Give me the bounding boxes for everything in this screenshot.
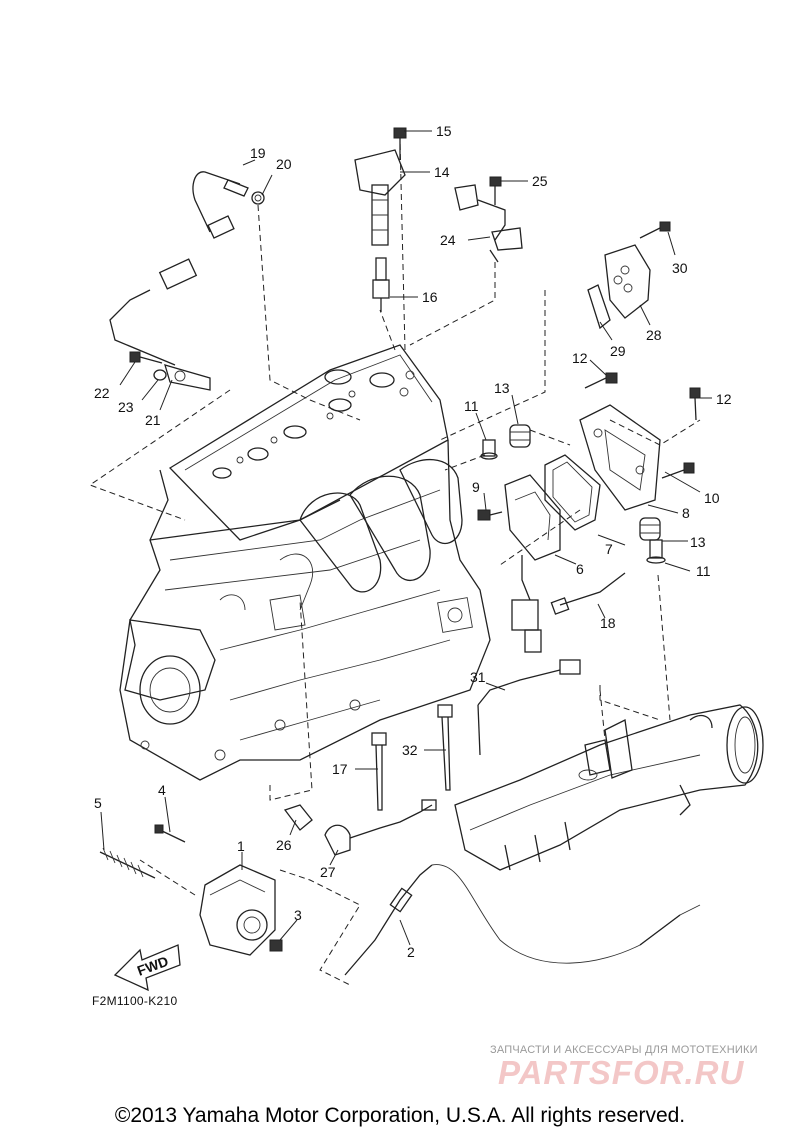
sensor-27 xyxy=(324,799,437,856)
callout-11b: 11 xyxy=(696,563,711,579)
callout-13a: 13 xyxy=(494,380,510,396)
o2-sensor-19 xyxy=(192,171,249,239)
callout-11a: 11 xyxy=(464,398,479,414)
cable-tie-17 xyxy=(371,732,387,811)
callout-25: 25 xyxy=(532,173,548,189)
watermark-tagline: ЗАПЧАСТИ И АКСЕССУАРЫ ДЛЯ МОТОТЕХНИКИ xyxy=(490,1044,758,1056)
sensor-26 xyxy=(283,804,313,831)
callout-5: 5 xyxy=(94,795,102,811)
callout-30: 30 xyxy=(672,260,688,276)
callout-32: 32 xyxy=(402,742,418,758)
callout-21: 21 xyxy=(145,412,161,428)
callout-10: 10 xyxy=(704,490,720,506)
callout-1: 1 xyxy=(237,838,245,854)
callout-20: 20 xyxy=(276,156,292,172)
callout-2: 2 xyxy=(407,944,415,960)
callout-31: 31 xyxy=(470,669,486,685)
callout-6: 6 xyxy=(576,561,584,577)
bolt-12b xyxy=(689,387,701,421)
screw-9 xyxy=(477,509,503,521)
callout-4: 4 xyxy=(158,782,166,798)
callout-9: 9 xyxy=(472,479,480,495)
grommet-13a xyxy=(509,424,531,448)
callout-15: 15 xyxy=(436,123,452,139)
sensor-31 xyxy=(477,659,581,756)
bolt-30 xyxy=(639,221,671,239)
callouts: 15 14 16 19 20 25 24 30 28 29 22 23 21 1… xyxy=(94,123,732,960)
callout-24: 24 xyxy=(440,232,456,248)
callout-14: 14 xyxy=(434,164,450,180)
callout-22: 22 xyxy=(94,385,110,401)
bolt-10 xyxy=(661,462,695,479)
bracket-8 xyxy=(579,404,661,511)
callout-7: 7 xyxy=(605,541,613,557)
spark-plug-16 xyxy=(372,257,390,312)
collar-11a xyxy=(480,439,498,460)
bolt-15 xyxy=(393,127,407,160)
grommet-13b xyxy=(639,517,661,541)
sensor-21 xyxy=(109,258,211,391)
fwd-arrow: FWD xyxy=(113,944,181,992)
callout-19: 19 xyxy=(250,145,266,161)
throttle-cable-2 xyxy=(344,864,701,976)
watermark-logo: PARTSFOR.RU xyxy=(498,1054,745,1091)
collar-11b xyxy=(646,539,666,564)
callout-29: 29 xyxy=(610,343,626,359)
bracket-28 xyxy=(604,244,651,319)
gasket-7 xyxy=(544,454,601,531)
callout-27: 27 xyxy=(320,864,336,880)
gasket-20 xyxy=(251,191,265,205)
exhaust-manifold xyxy=(454,704,764,871)
callout-17: 17 xyxy=(332,761,348,777)
leader-lines xyxy=(100,130,712,946)
cable-tie-32 xyxy=(437,704,453,791)
callout-26: 26 xyxy=(276,837,292,853)
bolt-12a xyxy=(584,372,618,389)
figure-code: F2M1100-K210 xyxy=(92,994,178,1008)
nut-3 xyxy=(269,939,283,952)
sensor-24 xyxy=(454,184,523,263)
bolt-25 xyxy=(489,176,502,205)
callout-16: 16 xyxy=(422,289,438,305)
temp-sensor-18 xyxy=(550,572,626,615)
ignition-coil-14 xyxy=(354,149,406,246)
assembly-lines xyxy=(88,139,701,986)
gasket-29 xyxy=(587,284,611,330)
washer-23 xyxy=(153,369,167,381)
throttle-body-1 xyxy=(199,864,276,956)
callout-13b: 13 xyxy=(690,534,706,550)
callout-18: 18 xyxy=(600,615,616,631)
callout-12b: 12 xyxy=(716,391,732,407)
engine-block xyxy=(119,344,491,781)
callout-3: 3 xyxy=(294,907,302,923)
spring-5 xyxy=(99,847,156,879)
copyright-notice: ©2013 Yamaha Motor Corporation, U.S.A. A… xyxy=(114,1104,686,1127)
pin-4 xyxy=(154,824,186,843)
ecu-6 xyxy=(504,474,561,653)
callout-28: 28 xyxy=(646,327,662,343)
callout-12a: 12 xyxy=(572,350,588,366)
callout-8: 8 xyxy=(682,505,690,521)
callout-23: 23 xyxy=(118,399,134,415)
